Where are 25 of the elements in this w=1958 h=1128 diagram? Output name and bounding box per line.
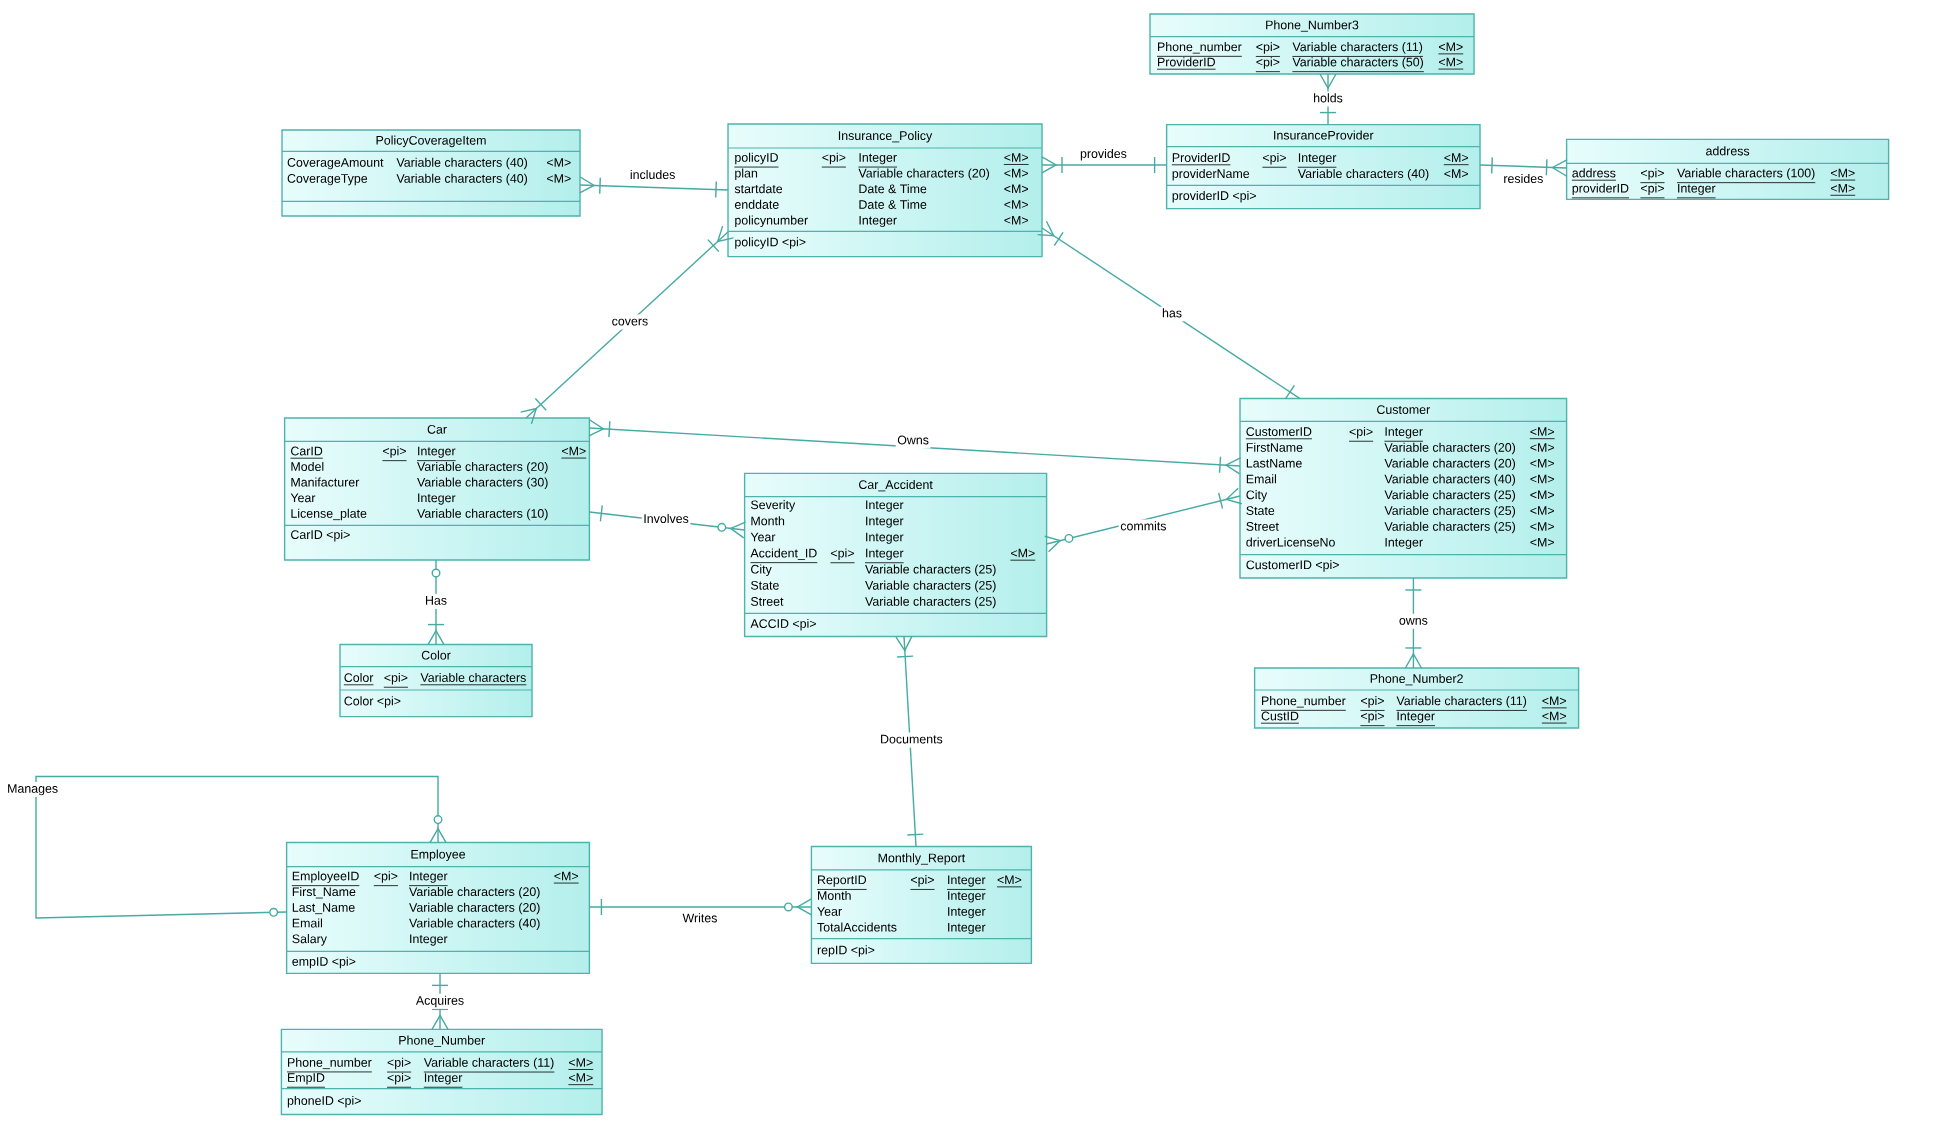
- entity-box: [727, 123, 1043, 258]
- entity-box: [1565, 138, 1890, 201]
- relationship-line: [1479, 156, 1568, 177]
- relationship-line: [1404, 577, 1423, 669]
- relationship-line: [895, 635, 924, 848]
- relationship-line: [519, 225, 735, 425]
- relationship-line: [35, 775, 447, 919]
- entity-box: [743, 472, 1048, 638]
- entity-box: [339, 643, 533, 718]
- entity-box: [1253, 667, 1580, 729]
- relationship-line: [579, 176, 729, 199]
- entity-box: [285, 841, 591, 975]
- entity-box: [810, 845, 1033, 965]
- relationship-line: [1044, 487, 1243, 553]
- entity-box: [1149, 13, 1475, 75]
- relationship-line: [1041, 156, 1168, 174]
- entity-box: [1165, 123, 1481, 210]
- relationship-line: [588, 419, 1242, 475]
- relationship-line: [427, 559, 445, 646]
- entity-box: [280, 1028, 603, 1116]
- relationship-line: [588, 898, 813, 916]
- relationship-line: [1036, 220, 1301, 400]
- entity-box: [281, 129, 581, 217]
- entity-box: [283, 417, 591, 561]
- entity-box: [1239, 397, 1568, 579]
